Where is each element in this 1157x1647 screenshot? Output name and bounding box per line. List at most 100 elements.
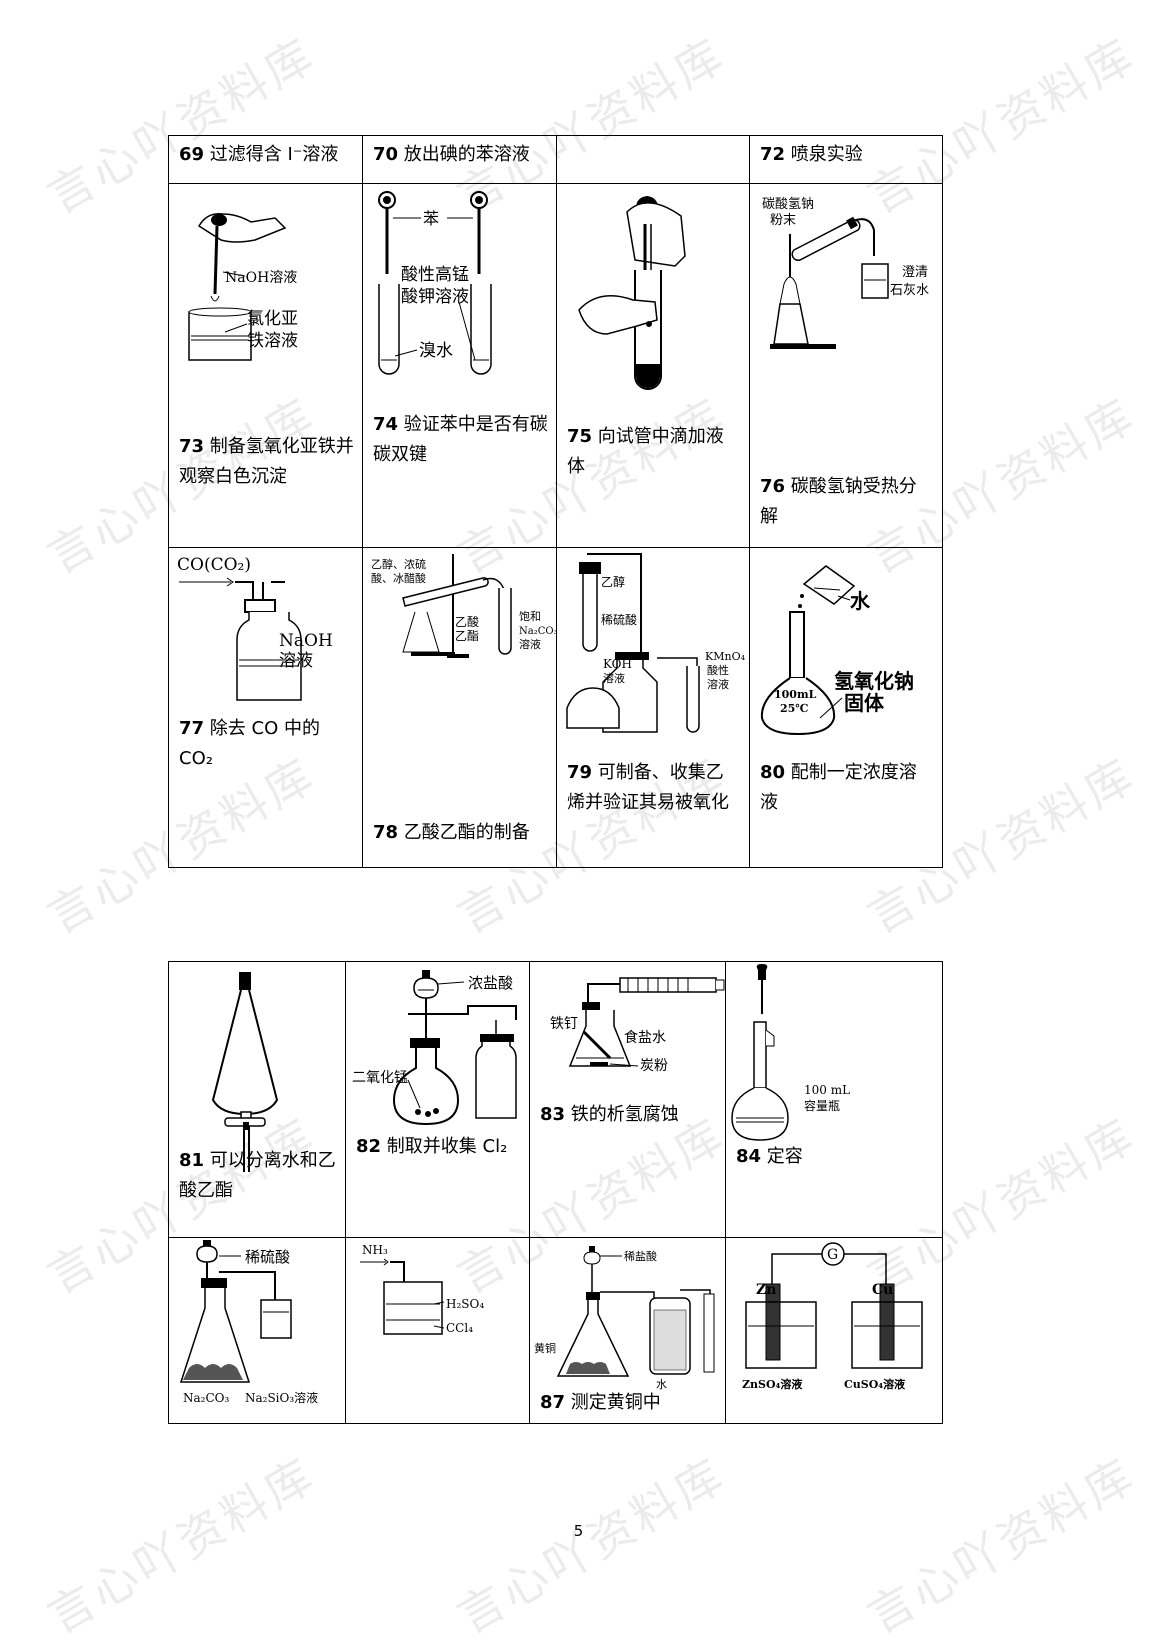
volumetric-flask-apparatus: 水 100mL 25℃ 氢氧化钠 固体 bbox=[760, 565, 914, 736]
label-ethyl-acetate-1: 乙酸 bbox=[455, 614, 479, 629]
cell-73: NaOH溶液 氯化亚 铁溶液 73 制备氢氧化亚铁并观察白色沉淀 bbox=[168, 183, 363, 548]
experiment-table-1: 69 过滤得含 I⁻溶液 70 放出碘的苯溶液 72 喷泉实验 NaOH溶液 氯… bbox=[168, 135, 943, 868]
label-fecl2-1: 氯化亚 bbox=[247, 309, 298, 329]
caption-75: 75 向试管中滴加液体 bbox=[567, 426, 724, 477]
cell-74: 苯 酸性高锰 酸钾溶液 溴水 74 验证苯中是否有碳碳双键 bbox=[362, 183, 557, 548]
iron-corrosion-apparatus: 铁钉 食盐水 炭粉 bbox=[550, 977, 725, 1074]
cell-80: 水 100mL 25℃ 氢氧化钠 固体 80 配制一定浓度溶液 bbox=[749, 547, 943, 868]
page-number: 5 bbox=[573, 1522, 584, 1540]
label-na2sio3: Na₂SiO₃溶液 bbox=[245, 1390, 318, 1405]
label-conc-hcl: 浓盐酸 bbox=[468, 974, 513, 992]
label-kmno4-1: 酸性高锰 bbox=[401, 265, 469, 285]
experiment-table-2: 81 可以分离水和乙酸乙酯 浓盐酸 二氧化锰 bbox=[168, 961, 943, 1424]
label-acidic: 酸性 bbox=[707, 663, 729, 677]
label-koh-2: 溶液 bbox=[603, 671, 625, 685]
label-carbon-powder: 炭粉 bbox=[640, 1058, 668, 1074]
label-h2so4: H₂SO₄ bbox=[446, 1297, 484, 1311]
label-cu: Cu bbox=[872, 1282, 893, 1298]
brass-test-apparatus: 稀盐酸 黄铜 水 bbox=[534, 1246, 715, 1391]
cell-82: 浓盐酸 二氧化锰 82 制取并收集 Cl₂ bbox=[345, 961, 530, 1238]
label-ethanol: 乙醇 bbox=[601, 574, 625, 589]
galvanic-cell-apparatus: G Zn Cu ZnSO₄溶液 CuSO₄溶液 bbox=[742, 1242, 923, 1391]
label-naoh-solid-1: 氢氧化钠 bbox=[834, 669, 914, 693]
label-water: 水 bbox=[850, 589, 871, 613]
label-zn: Zn bbox=[756, 1282, 776, 1298]
label-reagents-1: 乙醇、浓硫 bbox=[371, 557, 426, 571]
label-ethyl-acetate-2: 乙酯 bbox=[455, 629, 479, 643]
volumetric-flask-dropper: 100 mL 容量瓶 bbox=[731, 964, 850, 1141]
label-25c: 25℃ bbox=[780, 702, 809, 715]
item-caption: 放出碘的苯溶液 bbox=[403, 144, 530, 165]
caption-76: 76 碳酸氢钠受热分解 bbox=[760, 476, 917, 527]
label-naoh-solid-2: 固体 bbox=[844, 691, 885, 715]
nahco3-decomposition-apparatus: 碳酸氢钠 粉末 澄清 石灰水 bbox=[762, 197, 929, 349]
label-bromine-water: 溴水 bbox=[419, 341, 453, 361]
label-kmno4: KMnO₄ bbox=[705, 650, 746, 663]
label-koh-1: KOH bbox=[603, 657, 632, 671]
caption-81: 81 可以分离水和乙酸乙酯 bbox=[179, 1150, 336, 1201]
caption-83: 83 铁的析氢腐蚀 bbox=[540, 1104, 679, 1125]
cell-85: 稀硫酸 Na₂CO₃ Na₂SiO₃溶液 bbox=[168, 1237, 346, 1424]
label-naoh-solution-1: NaOH bbox=[279, 631, 333, 651]
cell-76: 碳酸氢钠 粉末 澄清 石灰水 76 碳酸氢钠受热分解 bbox=[749, 183, 943, 548]
caption-79: 79 可制备、收集乙烯并验证其易被氧化 bbox=[567, 762, 729, 813]
label-dilute-h2so4: 稀硫酸 bbox=[245, 1248, 290, 1266]
label-limewater-1: 澄清 bbox=[902, 265, 928, 280]
separatory-funnel bbox=[211, 972, 279, 1172]
label-nahco3-1: 碳酸氢钠 bbox=[762, 197, 814, 212]
header-cell-72: 72 喷泉实验 bbox=[749, 135, 943, 184]
cell-88: G Zn Cu ZnSO₄溶液 CuSO₄溶液 bbox=[725, 1237, 943, 1424]
header-cell-69: 69 过滤得含 I⁻溶液 bbox=[168, 135, 363, 184]
label-na2co3: Na₂CO₃ bbox=[183, 1391, 229, 1405]
label-vol-flask: 容量瓶 bbox=[804, 1098, 840, 1113]
cell-83: 铁钉 食盐水 炭粉 83 铁的析氢腐蚀 bbox=[529, 961, 726, 1238]
ethyl-acetate-apparatus: 乙醇、浓硫 酸、冰醋酸 乙酸 乙酯 饱和 Na₂CO₃ 溶液 bbox=[371, 554, 558, 658]
label-naoh: NaOH溶液 bbox=[225, 270, 297, 286]
label-brine: 食盐水 bbox=[624, 1029, 666, 1046]
watermark: 言心吖资料库 bbox=[38, 1447, 325, 1644]
ethylene-apparatus: 乙醇 稀硫酸 KOH 溶液 KMnO₄ 酸性 溶液 bbox=[566, 553, 746, 733]
cell-78: 乙醇、浓硫 酸、冰醋酸 乙酸 乙酯 饱和 Na₂CO₃ 溶液 78 乙酸乙酯的制… bbox=[362, 547, 558, 868]
item-caption: 过滤得含 I⁻溶液 bbox=[209, 144, 339, 165]
header-cell-empty bbox=[556, 135, 750, 184]
label-water: 水 bbox=[656, 1378, 667, 1391]
item-caption: 喷泉实验 bbox=[790, 144, 863, 165]
label-solution: 溶液 bbox=[707, 677, 729, 691]
label-nahco3-2: 粉末 bbox=[770, 213, 796, 228]
fe-oh2-apparatus: NaOH溶液 氯化亚 铁溶液 bbox=[188, 213, 298, 361]
label-kmno4-2: 酸钾溶液 bbox=[401, 287, 469, 307]
benzene-test-apparatus: 苯 酸性高锰 酸钾溶液 溴水 bbox=[378, 191, 492, 375]
ammonia-absorption-apparatus: NH₃ H₂SO₄ CCl₄ bbox=[360, 1243, 484, 1335]
carbonic-silicic-acid-apparatus: 稀硫酸 Na₂CO₃ Na₂SiO₃溶液 bbox=[179, 1240, 318, 1405]
label-na2co3-3: 溶液 bbox=[519, 637, 541, 651]
caption-73: 73 制备氢氧化亚铁并观察白色沉淀 bbox=[179, 436, 354, 487]
label-naoh-solution-2: 溶液 bbox=[279, 651, 313, 671]
gas-wash-bottle-apparatus: CO(CO₂) NaOH 溶液 bbox=[177, 555, 333, 701]
caption-87: 87 测定黄铜中 bbox=[540, 1392, 661, 1413]
caption-80: 80 配制一定浓度溶液 bbox=[760, 762, 917, 813]
item-number: 70 bbox=[373, 144, 399, 165]
label-cuso4: CuSO₄溶液 bbox=[844, 1377, 906, 1391]
caption-84: 84 定容 bbox=[736, 1146, 803, 1167]
label-reagents-2: 酸、冰醋酸 bbox=[371, 571, 426, 585]
watermark: 言心吖资料库 bbox=[448, 1447, 735, 1644]
caption-78: 78 乙酸乙酯的制备 bbox=[373, 822, 530, 843]
label-nh3: NH₃ bbox=[362, 1243, 388, 1257]
header-cell-70: 70 放出碘的苯溶液 bbox=[362, 135, 557, 184]
caption-82: 82 制取并收集 Cl₂ bbox=[356, 1136, 508, 1157]
label-na2co3-2: Na₂CO₃ bbox=[519, 626, 558, 637]
label-dilute-hcl: 稀盐酸 bbox=[624, 1249, 657, 1263]
chlorine-generator: 浓盐酸 二氧化锰 bbox=[352, 970, 517, 1126]
caption-74: 74 验证苯中是否有碳碳双键 bbox=[373, 414, 548, 465]
cell-79: 乙醇 稀硫酸 KOH 溶液 KMnO₄ 酸性 溶液 79 可制备、收集乙烯并验证… bbox=[556, 547, 750, 868]
label-na2co3-1: 饱和 bbox=[519, 609, 541, 623]
label-benzene: 苯 bbox=[423, 209, 439, 228]
label-znso4: ZnSO₄溶液 bbox=[742, 1377, 803, 1391]
cell-84: 100 mL 容量瓶 84 定容 bbox=[725, 961, 943, 1238]
label-100ml: 100 mL bbox=[804, 1083, 850, 1097]
cell-77: CO(CO₂) NaOH 溶液 77 除去 CO 中的 CO₂ bbox=[168, 547, 363, 868]
label-100ml: 100mL bbox=[774, 688, 817, 701]
cell-87: 稀盐酸 黄铜 水 87 测定黄铜中 bbox=[529, 1237, 726, 1424]
label-mno2: 二氧化锰 bbox=[352, 1070, 408, 1086]
label-iron-nail: 铁钉 bbox=[550, 1016, 578, 1032]
